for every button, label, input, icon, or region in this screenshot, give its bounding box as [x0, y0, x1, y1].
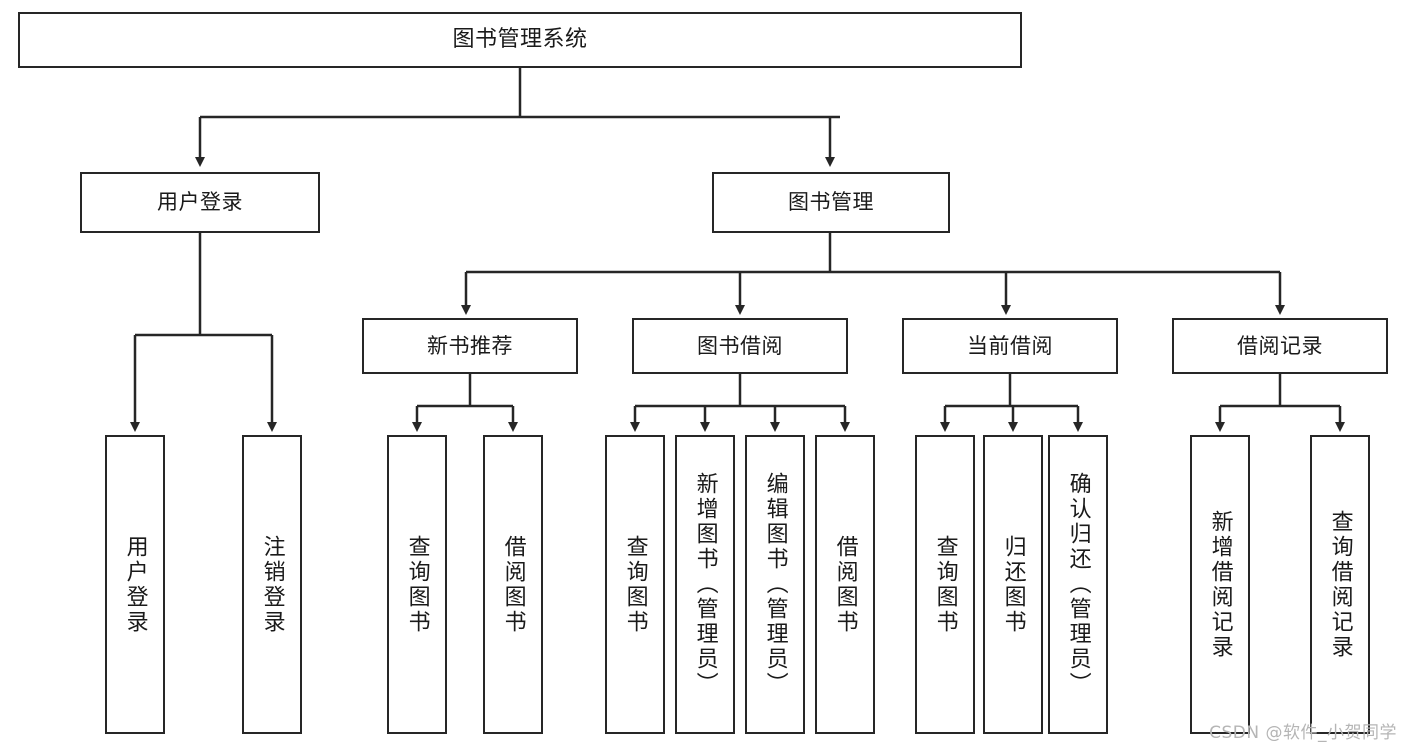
node-book-management-label: 图书管理 [788, 190, 874, 215]
leaf-current-query-book-label: 查询图书 [932, 534, 958, 635]
leaf-record-query-record[interactable]: 查询借阅记录 [1310, 435, 1370, 734]
leaf-borrow-add-book-admin-label: 新增图书（管理员） [692, 472, 718, 697]
leaf-current-confirm-return-admin-label: 确认归还（管理员） [1065, 472, 1091, 697]
leaf-newbook-borrow-book-label: 借阅图书 [500, 534, 526, 635]
node-user-login[interactable]: 用户登录 [80, 172, 320, 233]
node-new-book-recommend-label: 新书推荐 [427, 333, 513, 358]
watermark: CSDN @软件_小贺同学 [1209, 723, 1397, 743]
leaf-current-return-book[interactable]: 归还图书 [983, 435, 1043, 734]
leaf-borrow-borrow-book-label: 借阅图书 [832, 534, 858, 635]
leaf-borrow-borrow-book[interactable]: 借阅图书 [815, 435, 875, 734]
node-user-login-label: 用户登录 [157, 190, 243, 215]
node-new-book-recommend[interactable]: 新书推荐 [362, 318, 578, 374]
leaf-record-query-record-label: 查询借阅记录 [1327, 509, 1353, 660]
leaf-newbook-borrow-book[interactable]: 借阅图书 [483, 435, 543, 734]
node-current-borrow-label: 当前借阅 [967, 333, 1053, 358]
node-borrow-record[interactable]: 借阅记录 [1172, 318, 1388, 374]
leaf-user-login[interactable]: 用户登录 [105, 435, 165, 734]
leaf-borrow-edit-book-admin[interactable]: 编辑图书（管理员） [745, 435, 805, 734]
leaf-logout[interactable]: 注销登录 [242, 435, 302, 734]
node-root-label: 图书管理系统 [452, 27, 588, 53]
leaf-current-confirm-return-admin[interactable]: 确认归还（管理员） [1048, 435, 1108, 734]
leaf-borrow-query-book[interactable]: 查询图书 [605, 435, 665, 734]
leaf-borrow-query-book-label: 查询图书 [622, 534, 648, 635]
node-book-management[interactable]: 图书管理 [712, 172, 950, 233]
leaf-record-add-record[interactable]: 新增借阅记录 [1190, 435, 1250, 734]
leaf-newbook-query-book[interactable]: 查询图书 [387, 435, 447, 734]
leaf-record-add-record-label: 新增借阅记录 [1207, 509, 1233, 660]
leaf-logout-label: 注销登录 [259, 534, 285, 635]
leaf-newbook-query-book-label: 查询图书 [404, 534, 430, 635]
node-book-borrow[interactable]: 图书借阅 [632, 318, 848, 374]
node-root[interactable]: 图书管理系统 [18, 12, 1022, 68]
node-book-borrow-label: 图书借阅 [697, 333, 783, 358]
leaf-current-query-book[interactable]: 查询图书 [915, 435, 975, 734]
node-borrow-record-label: 借阅记录 [1237, 333, 1323, 358]
leaf-borrow-edit-book-admin-label: 编辑图书（管理员） [762, 472, 788, 697]
leaf-user-login-label: 用户登录 [122, 534, 148, 635]
leaf-current-return-book-label: 归还图书 [1000, 534, 1026, 635]
node-current-borrow[interactable]: 当前借阅 [902, 318, 1118, 374]
leaf-borrow-add-book-admin[interactable]: 新增图书（管理员） [675, 435, 735, 734]
